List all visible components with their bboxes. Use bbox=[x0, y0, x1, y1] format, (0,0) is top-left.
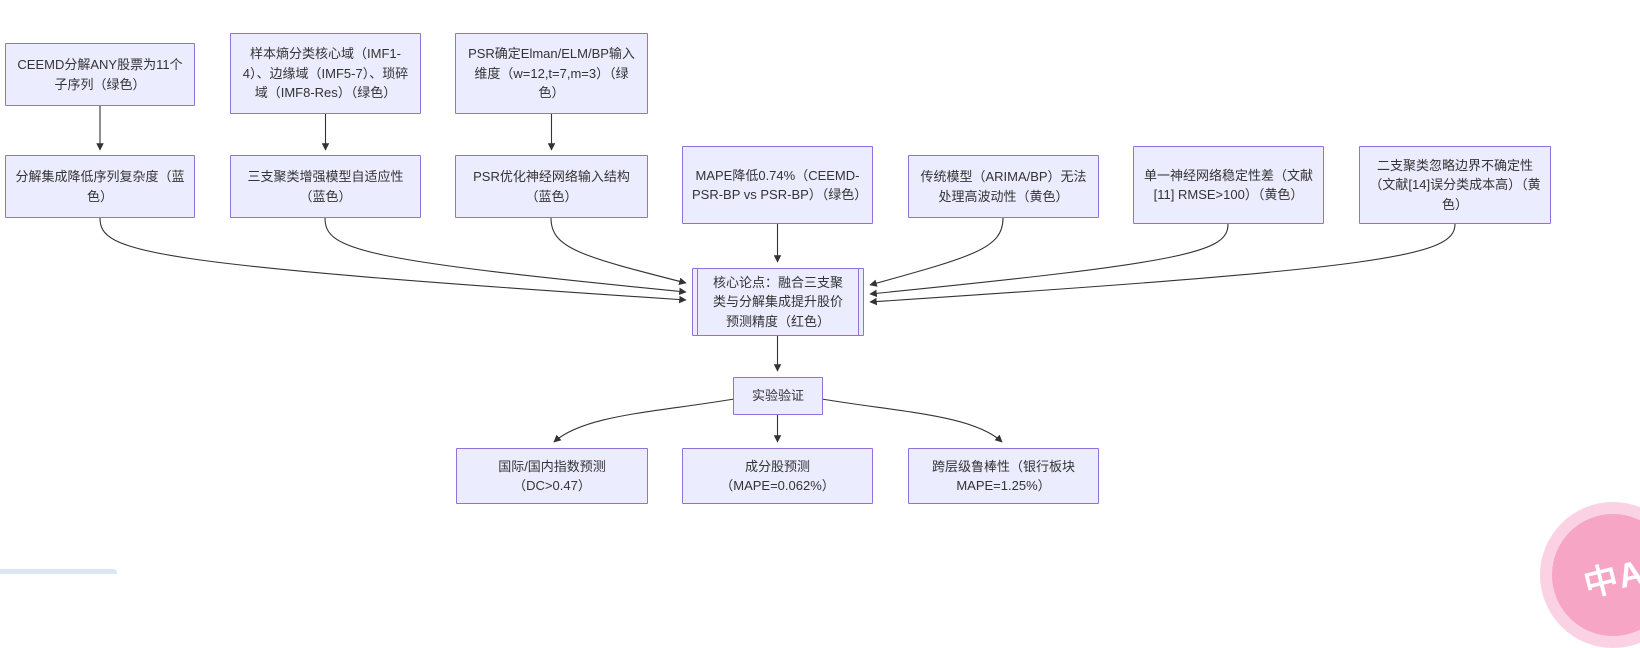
node-label: 三支聚类增强模型自适应性（蓝色） bbox=[247, 169, 404, 204]
edge-i-k bbox=[869, 223, 1229, 298]
node-label: 国际/国内指数预测（DC>0.47） bbox=[498, 458, 606, 494]
node-two-way-clustering-limitation: 二支聚类忽略边界不确定性（文献[14]误分类成本高）（黄色） bbox=[1359, 146, 1551, 224]
node-label: 样本熵分类核心域（IMF1-4）、边缘域（IMF5-7）、琐碎域（IMF8-Re… bbox=[242, 46, 409, 101]
node-label: 二支聚类忽略边界不确定性（文献[14]误分类成本高）（黄色） bbox=[1369, 157, 1541, 212]
edge-e-k bbox=[324, 217, 687, 296]
flowchart-canvas: CEEMD分解ANY股票为11个子序列（绿色） 样本熵分类核心域（IMF1-4）… bbox=[0, 33, 1640, 648]
edge-f-k bbox=[550, 217, 687, 285]
node-ceemd-decomposition: CEEMD分解ANY股票为11个子序列（绿色） bbox=[5, 43, 195, 106]
node-psr-input-dimension: PSR确定Elman/ELM/BP输入维度（w=12,t=7,m=3）（绿色） bbox=[455, 33, 648, 114]
node-three-way-clustering-adaptivity: 三支聚类增强模型自适应性（蓝色） bbox=[230, 155, 421, 218]
edge-d-k bbox=[99, 217, 687, 304]
node-experiment-validation: 实验验证 bbox=[733, 377, 823, 415]
edge-l-m bbox=[553, 397, 741, 443]
node-core-thesis: 核心论点：融合三支聚类与分解集成提升股价预测精度（红色） bbox=[692, 268, 864, 336]
translate-icon: 中A bbox=[1579, 552, 1640, 605]
node-cross-level-robustness: 跨层级鲁棒性（银行板块MAPE=1.25%） bbox=[908, 448, 1099, 504]
node-label: 成分股预测（MAPE=0.062%） bbox=[720, 458, 835, 494]
node-sample-entropy-classification: 样本熵分类核心域（IMF1-4）、边缘域（IMF5-7）、琐碎域（IMF8-Re… bbox=[230, 33, 421, 114]
node-label: 实验验证 bbox=[751, 388, 804, 404]
bottom-edge-artifact bbox=[0, 569, 117, 574]
node-label: PSR确定Elman/ELM/BP输入维度（w=12,t=7,m=3）（绿色） bbox=[468, 46, 635, 101]
edges-layer bbox=[96, 106, 1456, 443]
node-label: CEEMD分解ANY股票为11个子序列（绿色） bbox=[17, 57, 183, 92]
node-label: 单一神经网络稳定性差（文献[11] RMSE>100）（黄色） bbox=[1143, 167, 1313, 203]
node-single-nn-instability: 单一神经网络稳定性差（文献[11] RMSE>100）（黄色） bbox=[1133, 146, 1324, 224]
node-label: 核心论点：融合三支聚类与分解集成提升股价预测精度（红色） bbox=[712, 274, 843, 329]
node-constituent-stock-prediction: 成分股预测（MAPE=0.062%） bbox=[682, 448, 873, 504]
edge-l-o bbox=[815, 397, 1003, 443]
node-label: MAPE降低0.74%（CEEMD-PSR-BP vs PSR-BP）（绿色） bbox=[692, 167, 868, 203]
node-label: PSR优化神经网络输入结构（蓝色） bbox=[473, 169, 630, 204]
node-label: 传统模型（ARIMA/BP）无法处理高波动性（黄色） bbox=[920, 169, 1087, 204]
edge-j-k bbox=[869, 223, 1456, 306]
node-decomposition-complexity: 分解集成降低序列复杂度（蓝色） bbox=[5, 155, 195, 218]
node-index-prediction: 国际/国内指数预测（DC>0.47） bbox=[456, 448, 648, 504]
node-traditional-model-limitation: 传统模型（ARIMA/BP）无法处理高波动性（黄色） bbox=[908, 155, 1099, 218]
edge-h-k bbox=[869, 217, 1004, 287]
node-mape-reduction: MAPE降低0.74%（CEEMD-PSR-BP vs PSR-BP）（绿色） bbox=[682, 146, 873, 224]
node-label: 跨层级鲁棒性（银行板块MAPE=1.25%） bbox=[931, 458, 1075, 494]
node-label: 分解集成降低序列复杂度（蓝色） bbox=[15, 169, 185, 204]
node-psr-optimization: PSR优化神经网络输入结构（蓝色） bbox=[455, 155, 648, 218]
